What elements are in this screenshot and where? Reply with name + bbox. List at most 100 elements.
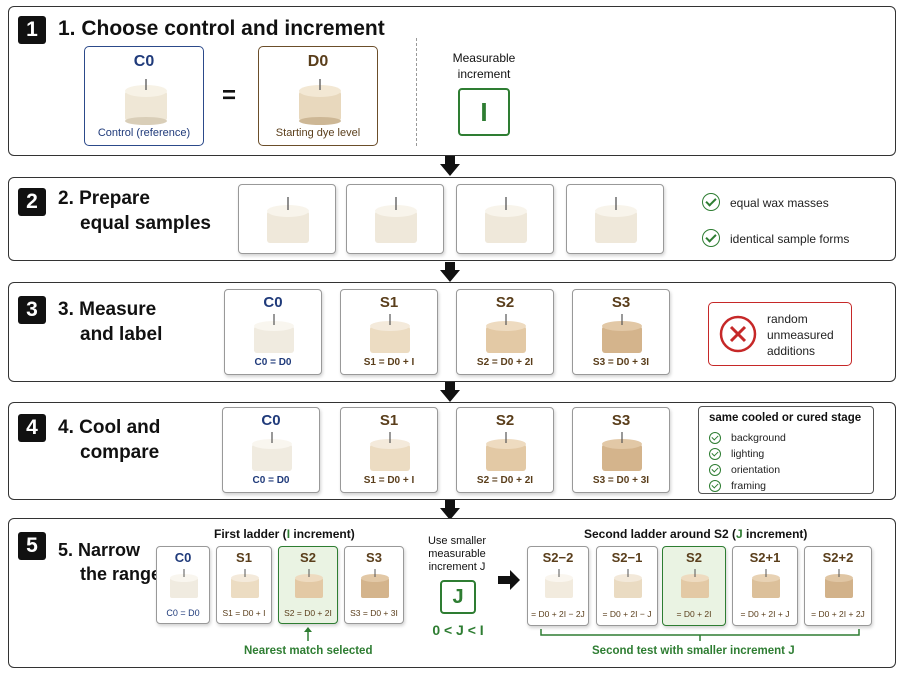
sample-caption: C0 = D0 — [254, 357, 292, 368]
candle-icon — [681, 569, 709, 598]
x-circle-icon — [719, 315, 757, 353]
step-2-badge: 2 — [18, 188, 46, 216]
sample-label: S2 — [686, 550, 702, 565]
candle-icon — [231, 569, 259, 598]
sample-card-s2: S2 S2 = D0 + 2I — [456, 407, 554, 493]
equals-sign: = — [222, 82, 237, 109]
sample-card-s3: S3 S3 = D0 + 3I — [572, 289, 670, 375]
sample-label: S2+1 — [749, 550, 781, 565]
candle-icon — [486, 432, 526, 471]
sample-label: S2−1 — [611, 550, 643, 565]
sample-card — [566, 184, 664, 254]
candle-icon — [545, 569, 573, 598]
ladder2-card: S2−1 = D0 + 2I − J — [596, 546, 658, 626]
candle-icon — [602, 314, 642, 353]
candle-icon — [825, 569, 853, 598]
inequality-label: 0 < J < I — [432, 622, 484, 638]
ladder2-card: S2+2 = D0 + 2I + 2J — [804, 546, 872, 626]
sample-caption: = D0 + 2I — [676, 609, 712, 619]
stage-item: lighting — [731, 448, 765, 460]
sample-card — [456, 184, 554, 254]
candle-icon — [267, 197, 309, 243]
sample-caption: S2 = D0 + 2I — [284, 608, 332, 618]
step-5-badge: 5 — [18, 532, 46, 560]
ladder1-card: S3 S3 = D0 + 3I — [344, 546, 404, 624]
control-label: C0 — [133, 53, 155, 70]
sample-caption: S3 = D0 + 3I — [592, 357, 650, 368]
sample-card-c0: C0 C0 = D0 — [224, 289, 322, 375]
stage-title: same cooled or cured stage — [709, 412, 862, 424]
stage-item: framing — [731, 480, 767, 492]
arrow-down-icon — [440, 156, 460, 176]
sample-label: S1 — [379, 294, 399, 311]
j-symbol: J — [452, 586, 464, 608]
step-5-title-line1: 5. Narrow — [58, 540, 141, 560]
check-icon — [702, 193, 720, 211]
sample-card-s1: S1 S1 = D0 + I — [340, 407, 438, 493]
ladder2-card: S2+1 = D0 + 2I + J — [732, 546, 798, 626]
sample-label: C0 — [261, 412, 281, 429]
dye-card: D0 Starting dye level — [258, 46, 378, 146]
sample-caption: S3 = D0 + 3I — [592, 475, 650, 486]
candle-icon — [375, 197, 417, 243]
divider — [416, 38, 417, 146]
candle-icon — [370, 432, 410, 471]
check-equal-masses: equal wax masses — [730, 196, 829, 210]
sample-label: S2 — [495, 412, 515, 429]
ladder2-title: Second ladder around S2 (J increment) — [584, 527, 807, 541]
increment-label: Measurable increment — [452, 51, 516, 81]
step-1-title: 1. Choose control and increment — [58, 17, 385, 40]
ladder1-card: C0 C0 = D0 — [156, 546, 210, 624]
sample-label: S3 — [366, 550, 382, 565]
candle-icon — [485, 197, 527, 243]
j-box: J — [440, 580, 476, 614]
check-identical-forms: identical sample forms — [730, 232, 850, 246]
sample-card-c0: C0 C0 = D0 — [222, 407, 320, 493]
bracket — [540, 629, 860, 641]
sample-label: S3 — [611, 412, 631, 429]
arrow-down-icon — [440, 382, 460, 402]
sample-caption: S2 = D0 + 2I — [476, 475, 534, 486]
sample-label: S1 — [379, 412, 399, 429]
step-4-title-line1: 4. Cool and — [58, 417, 161, 438]
sample-card — [238, 184, 336, 254]
sample-caption: S1 = D0 + I — [222, 608, 266, 618]
sample-card-s2: S2 S2 = D0 + 2I — [456, 289, 554, 375]
sample-label: C0 — [263, 294, 283, 311]
arrow-down-icon — [440, 500, 460, 520]
candle-icon — [602, 432, 642, 471]
sample-caption: S1 = D0 + I — [363, 357, 415, 368]
step-2-title-line1: 2. Prepare — [58, 188, 150, 209]
arrow-right-icon — [498, 570, 520, 590]
dye-label: D0 — [307, 53, 329, 70]
warning-text: random unmeasured additions — [767, 312, 834, 358]
stage-item: background — [731, 432, 786, 444]
ladder2-card-selected: S2 = D0 + 2I — [662, 546, 726, 626]
ladder2-title-pre: Second ladder around S2 ( — [584, 527, 737, 541]
step-1-badge: 1 — [18, 16, 46, 44]
smaller-increment-text: Use smaller measurable increment J — [427, 535, 487, 573]
nearest-match-label: Nearest match selected — [244, 645, 373, 657]
sample-label: S1 — [236, 550, 252, 565]
sample-caption: S2 = D0 + 2I — [476, 357, 534, 368]
candle-icon — [170, 569, 198, 598]
sample-caption: = D0 + 2I − 2J — [531, 609, 585, 619]
candle-icon — [361, 569, 389, 598]
sample-caption: S3 = D0 + 3I — [350, 608, 398, 618]
step-3-badge: 3 — [18, 296, 46, 324]
control-caption: Control (reference) — [97, 127, 191, 139]
candle-icon — [370, 314, 410, 353]
stage-item: orientation — [731, 464, 781, 476]
check-icon — [702, 229, 720, 247]
sample-label: S2 — [495, 294, 515, 311]
candle-icon — [486, 314, 526, 353]
sample-card-s1: S1 S1 = D0 + I — [340, 289, 438, 375]
ladder1-card-selected: S2 S2 = D0 + 2I — [278, 546, 338, 624]
sample-caption: C0 = D0 — [166, 608, 200, 618]
candle-icon — [252, 432, 292, 471]
stage-box: same cooled or cured stage background li… — [698, 406, 874, 494]
sample-caption: = D0 + 2I + 2J — [811, 609, 865, 619]
increment-box: I — [458, 88, 510, 136]
candle-icon — [614, 569, 642, 598]
candle-icon — [125, 79, 167, 125]
